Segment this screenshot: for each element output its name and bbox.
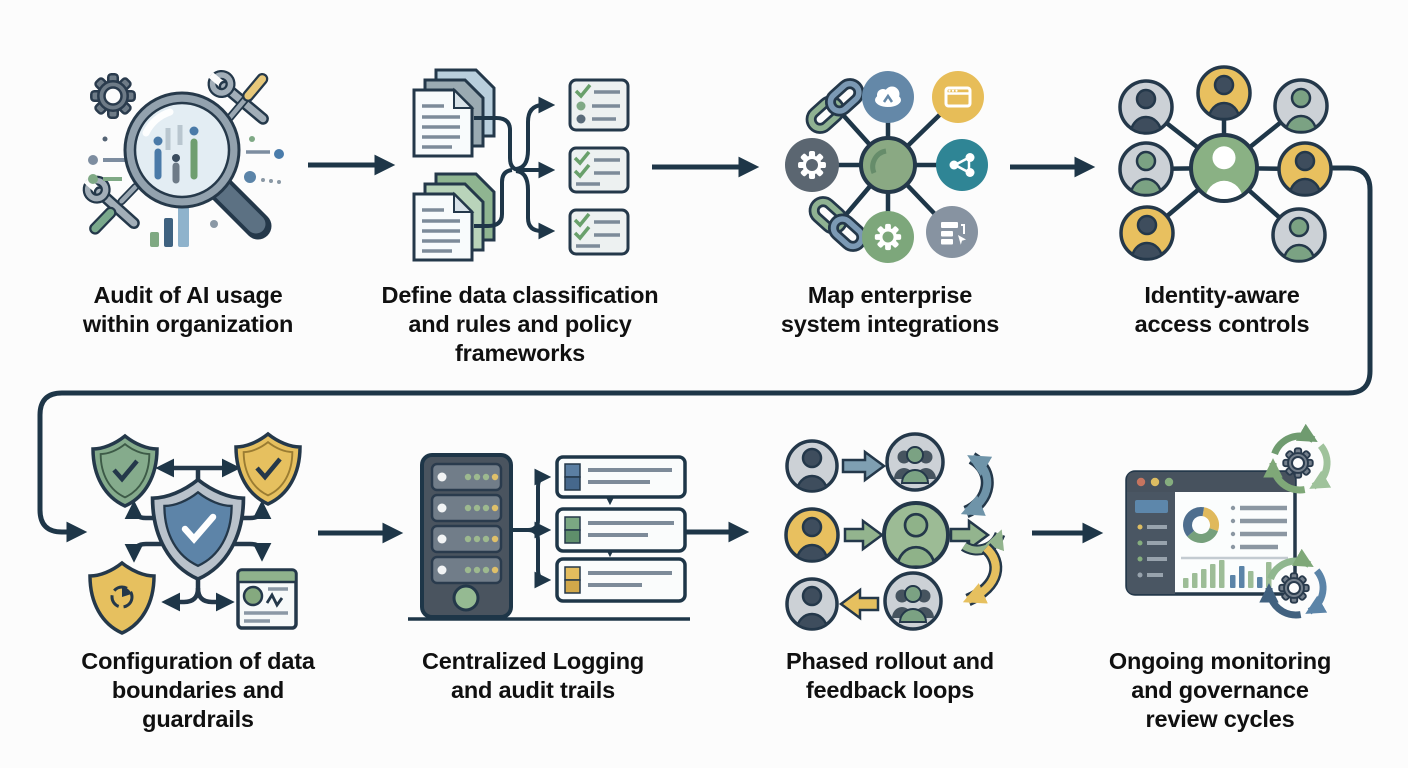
- checklist-cards: [568, 78, 630, 256]
- user-icon: [1271, 207, 1327, 263]
- caption-line: and audit trails: [451, 677, 615, 703]
- caption-line: Phased rollout and: [786, 648, 994, 674]
- cloud-node-icon: [862, 71, 914, 123]
- review-cycle-icon: [1259, 548, 1328, 619]
- user-icon: [1277, 141, 1333, 197]
- user-group-icon: [885, 432, 945, 492]
- magnifier-icon: [123, 91, 272, 240]
- kpi-list: [1230, 505, 1287, 550]
- phase-arrow: [843, 518, 885, 552]
- step5-caption: Configuration of data boundaries and gua…: [81, 647, 315, 734]
- user-icon: [1196, 65, 1252, 121]
- caption-line: boundaries and: [111, 677, 285, 703]
- caption-line: Configuration of data: [81, 648, 315, 674]
- caption-line: access controls: [1134, 311, 1310, 337]
- user-icon: [1273, 78, 1329, 134]
- gear-node-icon: [785, 138, 839, 192]
- user-icon: [1118, 79, 1174, 135]
- green-shield-icon: [91, 434, 159, 508]
- caption-line: Identity-aware: [1144, 282, 1300, 308]
- user-icon: [785, 439, 839, 493]
- identity-network-icon: [1118, 65, 1333, 263]
- main-shield-icon: [150, 477, 246, 581]
- user-icon: [1119, 205, 1175, 261]
- integration-hub-icon: [785, 71, 988, 263]
- caption-line: feedback loops: [805, 677, 975, 703]
- caption-line: and governance: [1131, 677, 1309, 703]
- hub-center: [859, 136, 917, 194]
- document-stack-top: [412, 87, 475, 158]
- shields-guardrails-icon: [88, 432, 302, 635]
- caption-line: frameworks: [455, 340, 585, 366]
- caption-line: Audit of AI usage: [93, 282, 283, 308]
- phase-arrow: [841, 449, 887, 483]
- step8-caption: Ongoing monitoring and governance review…: [1109, 647, 1331, 734]
- donut-chart: [1183, 507, 1219, 543]
- feedback-loop-arrows: [960, 452, 1006, 606]
- report-card-icon: [236, 568, 298, 630]
- central-user-icon: [882, 501, 950, 569]
- database-node-icon: [926, 206, 978, 258]
- caption-line: guardrails: [142, 706, 254, 732]
- classification-connectors: [474, 96, 556, 240]
- tools-icon: [82, 175, 140, 235]
- decorative-dots: [88, 136, 284, 228]
- pie-shield-icon: [88, 561, 156, 635]
- document-stack-bottom: [412, 191, 475, 262]
- tools-icon: [207, 70, 269, 128]
- phase-arrow: [949, 518, 991, 552]
- log-entry-cards: [555, 455, 687, 603]
- step3-caption: Map enterprise system integrations: [781, 281, 999, 339]
- chain-link-icon: [810, 198, 865, 250]
- user-icon: [1118, 141, 1174, 197]
- server-tower-icon: [420, 453, 513, 619]
- dashboard-window: [1125, 470, 1297, 596]
- magnifier-audit-icon: [82, 70, 284, 247]
- rollout-feedback-icon: [784, 432, 1006, 631]
- mini-bar-chart: [150, 204, 189, 247]
- user-icon: [784, 507, 840, 563]
- step4-caption: Identity-aware access controls: [1135, 281, 1310, 339]
- gear-node-icon: [862, 211, 914, 263]
- share-node-icon: [936, 139, 988, 191]
- wrap-connector: [37, 165, 1373, 543]
- step6-caption: Centralized Logging and audit trails: [422, 647, 644, 705]
- caption-line: Ongoing monitoring: [1108, 648, 1332, 674]
- server-logs-icon: [408, 453, 690, 621]
- caption-line: within organization: [82, 311, 294, 337]
- review-cycle-icon: [1263, 423, 1332, 494]
- caption-line: Centralized Logging: [421, 648, 645, 674]
- step7-caption: Phased rollout and feedback loops: [786, 647, 994, 705]
- phase-arrow-back: [838, 587, 880, 621]
- monitoring-dashboard-icon: [1125, 423, 1332, 619]
- user-group-icon: [883, 571, 943, 631]
- documents-checklists-icon: [412, 68, 630, 262]
- app-window-node-icon: [932, 71, 984, 123]
- step1-caption: Audit of AI usage within organization: [83, 281, 293, 339]
- caption-line: Map enterprise: [807, 282, 973, 308]
- caption-line: system integrations: [780, 311, 1000, 337]
- caption-line: review cycles: [1145, 706, 1295, 732]
- central-user-icon: [1189, 133, 1259, 203]
- caption-line: Define data classification: [381, 282, 659, 308]
- step2-caption: Define data classification and rules and…: [382, 281, 659, 368]
- caption-line: and rules and policy: [408, 311, 632, 337]
- user-icon: [785, 577, 839, 631]
- yellow-shield-icon: [234, 432, 302, 506]
